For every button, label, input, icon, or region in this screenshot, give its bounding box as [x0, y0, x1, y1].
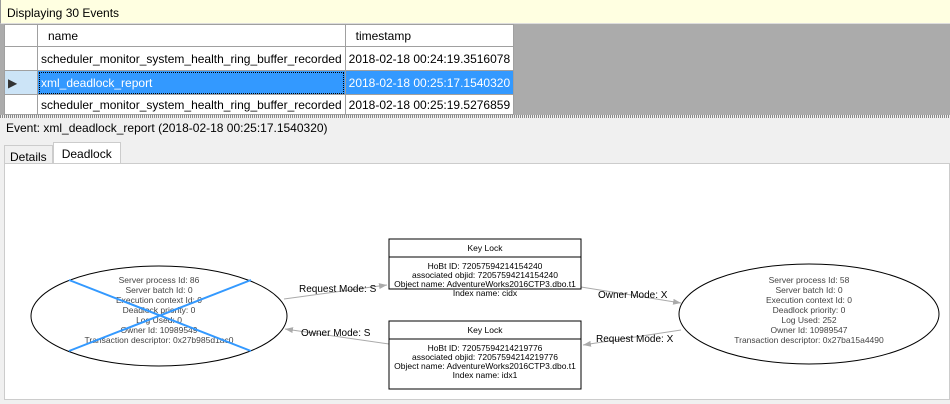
edge-label: Owner Mode: S [301, 328, 371, 339]
tab-details[interactable]: Details [4, 145, 53, 164]
table-row[interactable]: scheduler_monitor_system_health_ring_buf… [4, 46, 515, 71]
node-line: Index name: cidx [453, 288, 518, 298]
status-bar: Displaying 30 Events [0, 0, 950, 24]
node-line: associated objid: 72057594214219776 [412, 352, 558, 362]
key-lock-node-1[interactable]: Key Lock HoBt ID: 72057594214154240assoc… [388, 238, 582, 298]
node-line: HoBt ID: 72057594214219776 [428, 343, 543, 353]
edge-lock2-owner: Owner Mode: S [284, 327, 390, 345]
node-line: Server process Id: 86 [119, 275, 200, 285]
column-header-name[interactable]: name [37, 24, 346, 47]
node-line: Transaction descriptor: 0x27b985d1ac0 [85, 335, 234, 345]
cell-name[interactable]: scheduler_monitor_system_health_ring_buf… [37, 46, 346, 71]
deadlock-graph: Request Mode: S Owner Mode: X Request Mo… [4, 163, 950, 400]
event-count: Displaying 30 Events [7, 6, 120, 20]
cell-name[interactable]: xml_deadlock_report [37, 70, 346, 95]
node-line: Log Used: 252 [781, 315, 837, 325]
node-line: Server batch Id: 0 [775, 285, 842, 295]
event-label: Event: xml_deadlock_report (2018-02-18 0… [6, 121, 328, 135]
lock-title: Key Lock [468, 243, 504, 253]
splitter[interactable] [0, 115, 950, 118]
node-line: Owner Id: 10989547 [770, 325, 847, 335]
victim-cross-icon [68, 279, 252, 352]
tab-deadlock[interactable]: Deadlock [52, 142, 121, 163]
lock-title: Key Lock [468, 325, 504, 335]
cell-timestamp[interactable]: 2018-02-18 00:25:19.5276859 [344, 94, 515, 115]
node-line: Index name: idx1 [453, 370, 518, 380]
edge-label: Request Mode: X [596, 334, 674, 345]
key-lock-node-2[interactable]: Key Lock HoBt ID: 72057594214219776assoc… [388, 320, 582, 390]
node-line: Server batch Id: 0 [125, 285, 192, 295]
cell-timestamp[interactable]: 2018-02-18 00:24:19.3516078 [344, 46, 515, 71]
row-header[interactable] [4, 94, 38, 115]
edge-lock1-owner: Owner Mode: X [580, 286, 682, 305]
node-line: Execution context Id: 0 [116, 295, 202, 305]
current-row-arrow-icon: ▶ [8, 75, 18, 90]
column-header-timestamp[interactable]: timestamp [344, 24, 515, 47]
node-line: Object name: AdventureWorks2016CTP3.dbo.… [394, 279, 576, 289]
row-header[interactable]: ▶ [4, 70, 38, 95]
node-line: Execution context Id: 0 [766, 295, 852, 305]
node-line: Deadlock priority: 0 [773, 305, 846, 315]
node-line: Object name: AdventureWorks2016CTP3.dbo.… [394, 361, 576, 371]
edge-victim-request: Request Mode: S [283, 283, 388, 300]
node-line: Transaction descriptor: 0x27ba15a4490 [734, 335, 884, 345]
row-header[interactable] [4, 46, 38, 71]
node-line: Log Used: 0 [136, 315, 182, 325]
node-line: associated objid: 72057594214154240 [412, 270, 558, 280]
node-line: HoBt ID: 72057594214154240 [428, 261, 543, 271]
node-line: Owner Id: 10989549 [120, 325, 197, 335]
edge-label: Request Mode: S [299, 284, 377, 295]
cell-name[interactable]: scheduler_monitor_system_health_ring_buf… [37, 94, 346, 115]
cell-timestamp[interactable]: 2018-02-18 00:25:17.1540320 [344, 70, 515, 95]
table-row[interactable]: scheduler_monitor_system_health_ring_buf… [4, 94, 515, 115]
node-line: Server process Id: 58 [769, 275, 850, 285]
row-header-corner [4, 24, 38, 47]
node-line: Deadlock priority: 0 [123, 305, 196, 315]
edge-label: Owner Mode: X [598, 290, 668, 301]
edge-p2-request: Request Mode: X [582, 329, 682, 347]
